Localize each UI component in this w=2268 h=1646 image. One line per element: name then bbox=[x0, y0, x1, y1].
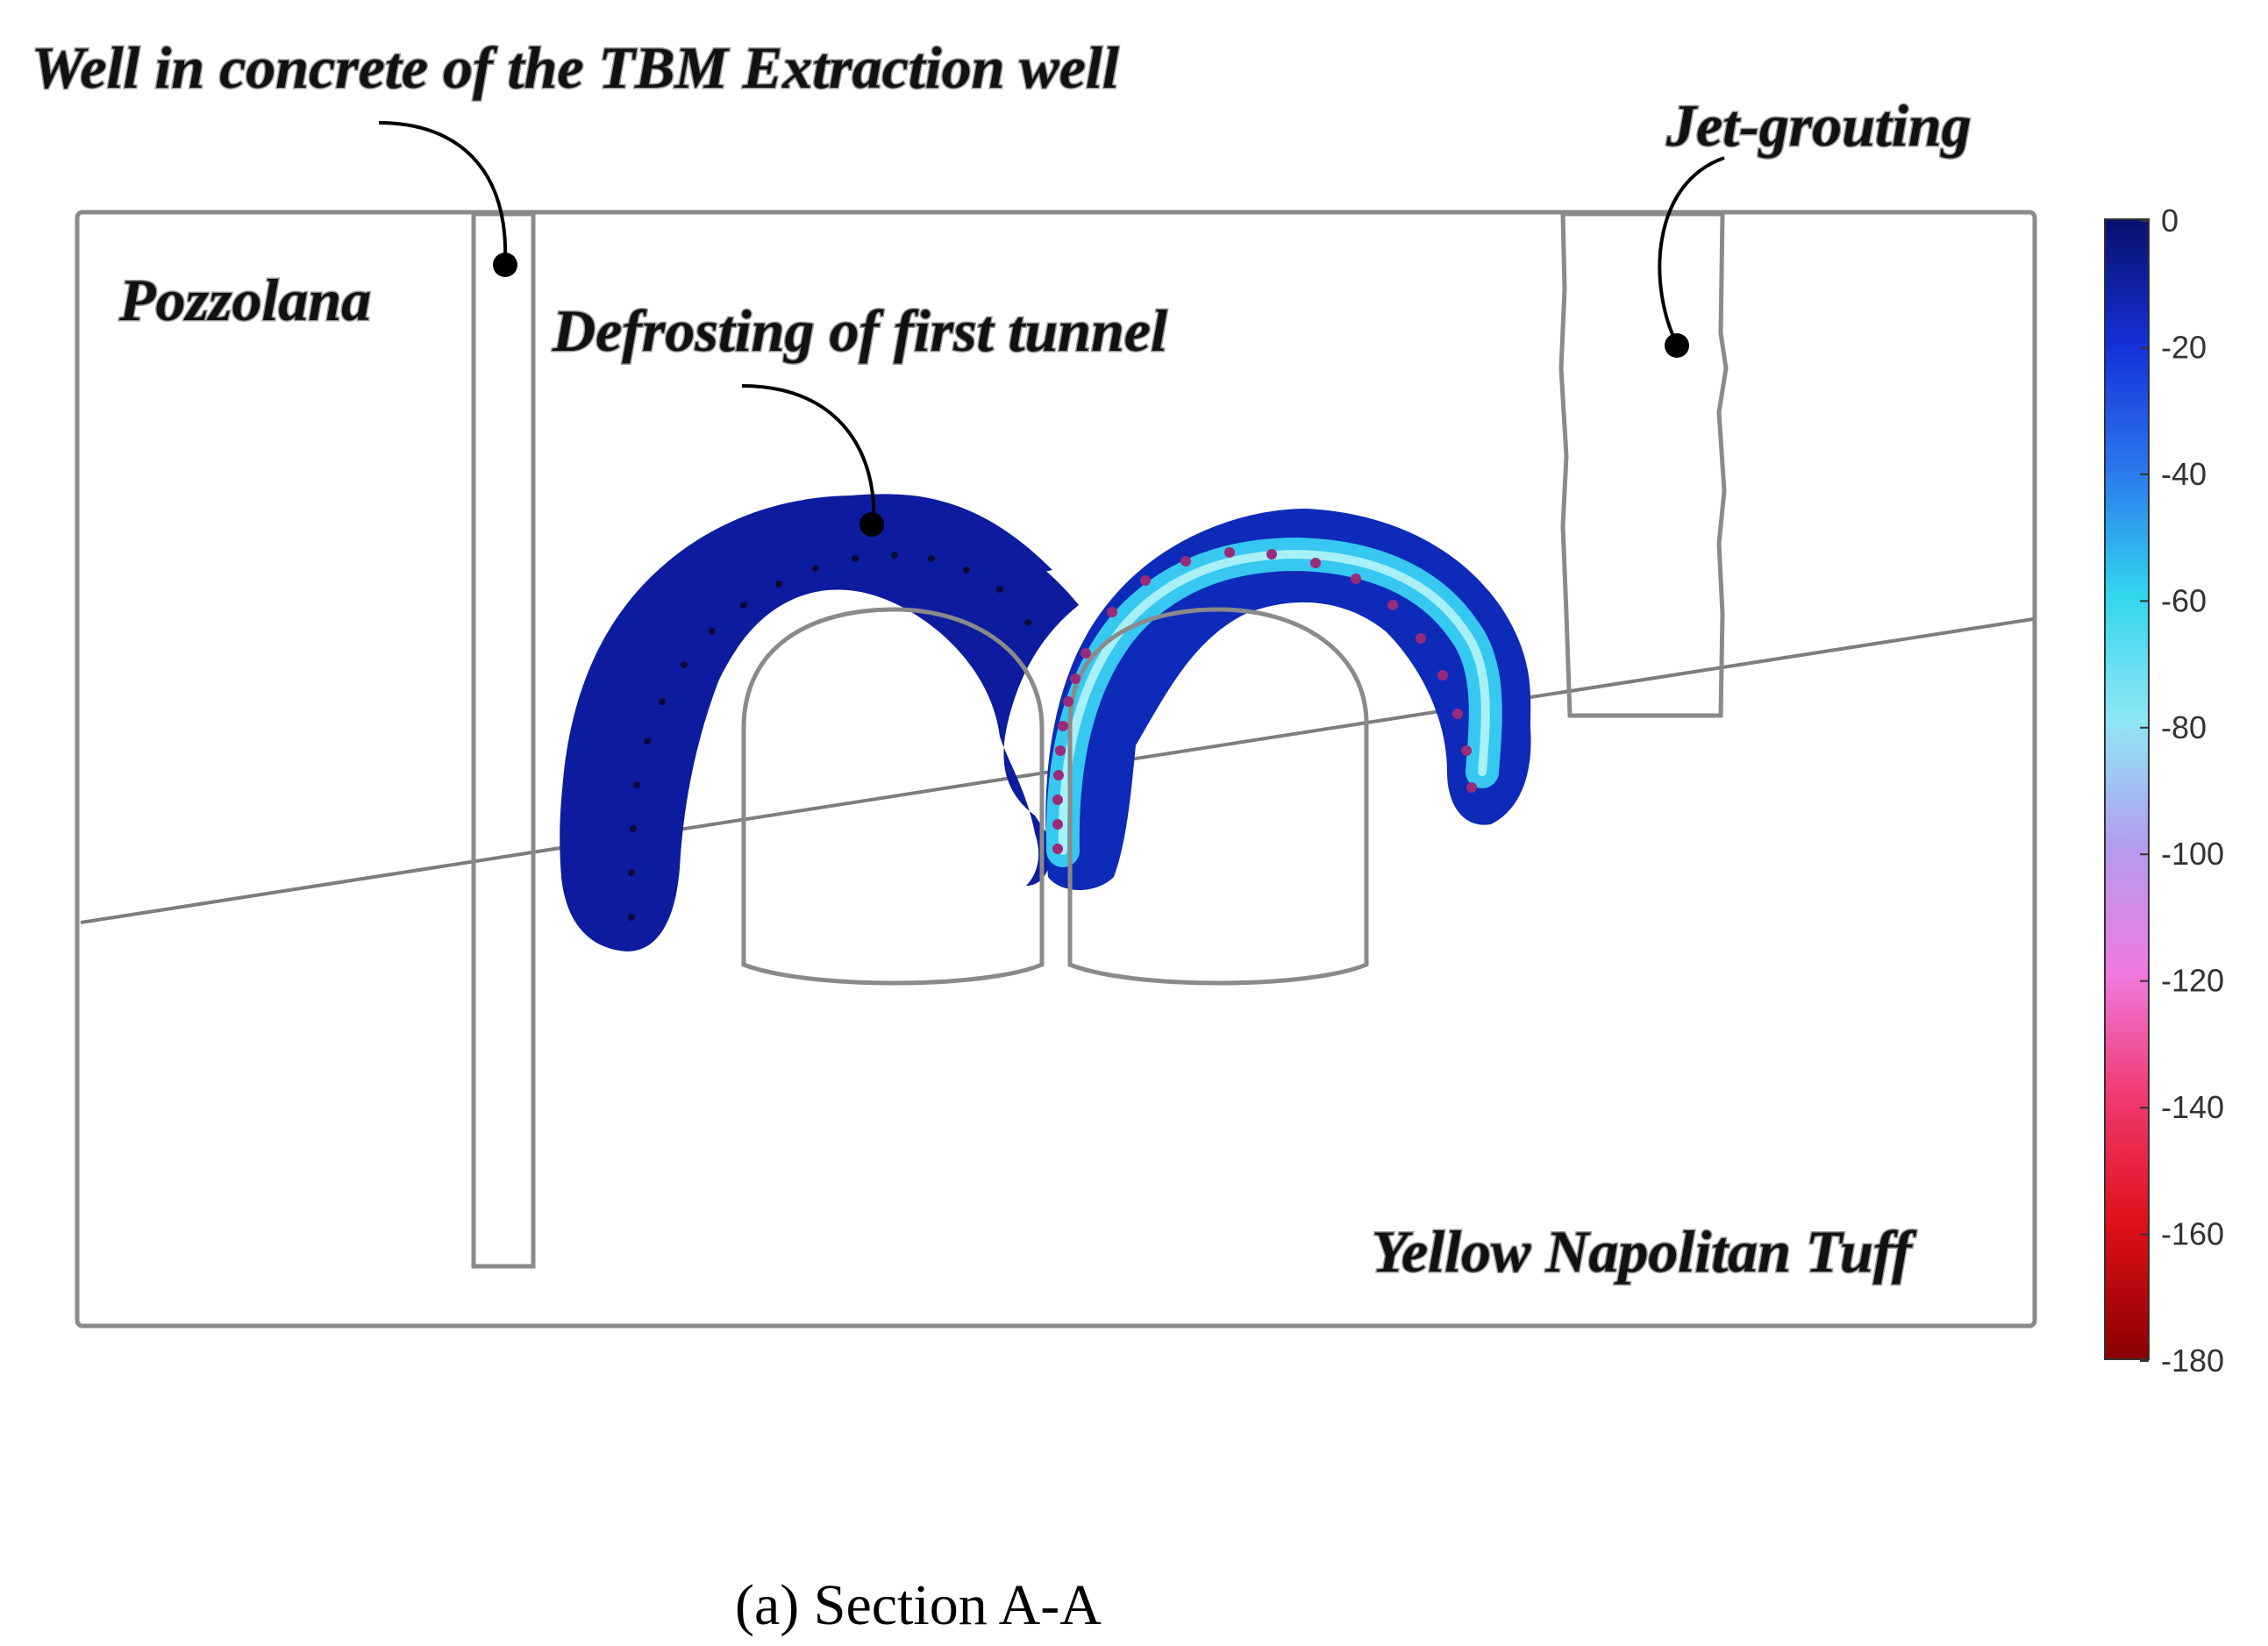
leader-dot-well bbox=[493, 253, 517, 277]
colorbar-tick-label: -140 bbox=[2161, 1089, 2224, 1125]
freeze-pipe bbox=[633, 781, 640, 788]
freeze-pipe bbox=[891, 552, 898, 559]
freezing-pipes-first-tunnel bbox=[628, 552, 1031, 921]
freeze-pipe bbox=[1024, 619, 1031, 626]
colorbar-tick-label: -160 bbox=[2161, 1216, 2224, 1252]
freeze-pipe bbox=[1081, 648, 1091, 659]
freeze-pipe bbox=[852, 555, 859, 562]
freeze-pipe bbox=[1351, 574, 1361, 584]
freeze-pipe bbox=[740, 602, 747, 609]
concrete-well bbox=[471, 211, 536, 1269]
freeze-pipe bbox=[1452, 709, 1463, 719]
freeze-pipe bbox=[775, 581, 782, 588]
label-jet-grouting: Jet-grouting bbox=[1665, 92, 1972, 159]
freeze-pipe bbox=[659, 698, 666, 705]
colorbar-tick-label: 0 bbox=[2161, 203, 2179, 239]
freeze-pipe bbox=[1052, 794, 1063, 805]
colorbar-tick-label: -40 bbox=[2161, 456, 2207, 492]
freeze-pipe bbox=[628, 914, 635, 921]
freeze-pipe bbox=[1461, 745, 1472, 756]
label-pozzolana: Pozzolana bbox=[118, 267, 371, 333]
frozen-zone-first-tunnel-outer bbox=[560, 494, 1052, 951]
freeze-pipe bbox=[1466, 782, 1477, 793]
colorbar-tick-label: -20 bbox=[2161, 329, 2207, 365]
freezing-pipes-second-tunnel bbox=[1052, 547, 1477, 854]
colorbar-tick-label: -80 bbox=[2161, 709, 2207, 745]
freeze-pipe bbox=[1070, 673, 1081, 684]
leader-dot-defrosting bbox=[859, 512, 884, 537]
leader-dot-jet-grouting bbox=[1665, 333, 1689, 358]
leader-line-jet-grouting bbox=[1658, 156, 1725, 345]
freeze-pipe bbox=[1058, 721, 1068, 731]
colorbar-ticks: 0 -20 -40 -60 -80 -100 -120 -140 -160 -180 bbox=[2140, 203, 2224, 1379]
freeze-pipe bbox=[1052, 819, 1063, 830]
tunnel-right-outline bbox=[1067, 607, 1369, 986]
label-tuff: Yellow Napolitan Tuff bbox=[1372, 1218, 1917, 1285]
temperature-colorbar bbox=[2104, 218, 2150, 1360]
freeze-pipe bbox=[1437, 670, 1448, 680]
label-well: Well in concrete of the TBM Extraction w… bbox=[32, 34, 1119, 101]
freeze-pipe bbox=[1063, 696, 1073, 707]
model-domain-boundary bbox=[75, 210, 2037, 1329]
frozen-zone-second-tunnel-core bbox=[1058, 549, 1490, 855]
freeze-pipe bbox=[1107, 607, 1117, 617]
leader-line-well bbox=[378, 121, 508, 264]
freeze-pipe bbox=[628, 869, 635, 876]
freeze-pipe bbox=[963, 566, 970, 574]
freeze-pipe bbox=[996, 586, 1003, 593]
freeze-pipe bbox=[709, 628, 716, 635]
colorbar-tick-label: -180 bbox=[2161, 1343, 2224, 1379]
freeze-pipe bbox=[1140, 575, 1151, 586]
freeze-pipe bbox=[1055, 745, 1066, 756]
freeze-pipe bbox=[1052, 844, 1063, 854]
freeze-pipe bbox=[1416, 633, 1426, 644]
freeze-pipe bbox=[1180, 556, 1191, 566]
colorbar-tick-label: -60 bbox=[2161, 582, 2207, 618]
colorbar-tick-label: -100 bbox=[2161, 836, 2224, 872]
jet-grouting-block bbox=[1558, 211, 1729, 718]
label-defrosting: Defrosting of first tunnel bbox=[552, 297, 1167, 364]
freeze-pipe bbox=[812, 565, 819, 572]
tunnel-left-outline bbox=[741, 607, 1045, 986]
freeze-pipe bbox=[928, 555, 935, 562]
freeze-pipe bbox=[1266, 549, 1277, 559]
freeze-pipe bbox=[644, 737, 651, 745]
freeze-pipe bbox=[1053, 770, 1064, 780]
freeze-pipe bbox=[630, 825, 637, 832]
freeze-pipe bbox=[681, 661, 688, 668]
freeze-pipe bbox=[1310, 558, 1321, 568]
freeze-pipe bbox=[1224, 547, 1235, 558]
figure-caption: (a) Section A-A bbox=[735, 1573, 1102, 1637]
freeze-pipe bbox=[1387, 600, 1398, 610]
leader-line-defrosting bbox=[741, 384, 876, 524]
colorbar-tick-label: -120 bbox=[2161, 963, 2224, 999]
